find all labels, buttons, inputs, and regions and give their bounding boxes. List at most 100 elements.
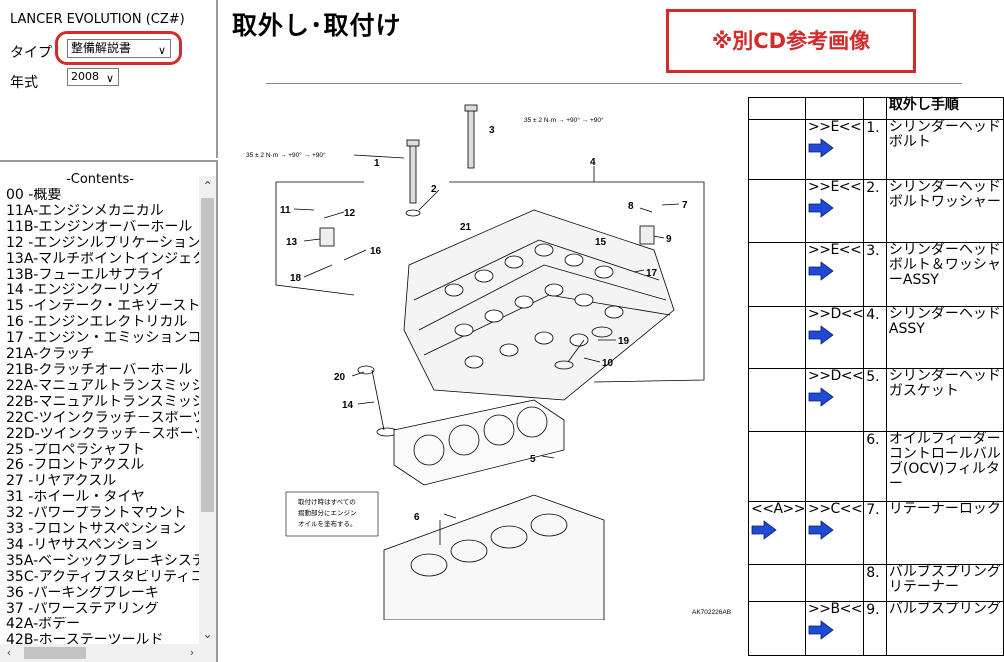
right-reference-cell[interactable]: >>C<< bbox=[804, 501, 865, 565]
toc-item[interactable]: 21A-クラッチ bbox=[6, 347, 95, 363]
toc-item[interactable]: 16 -エンジンエレクトリカル bbox=[6, 315, 188, 331]
left-reference-cell bbox=[748, 564, 806, 602]
toc-item[interactable]: 00 -概要 bbox=[6, 188, 62, 203]
toc-item[interactable]: 14 -エンジンクーリング bbox=[6, 283, 160, 299]
procedure-row: >>D<<5.シリンダーヘッドガスケット bbox=[748, 368, 1004, 432]
reference-arrow-icon bbox=[808, 620, 834, 640]
part-label-9: 9 bbox=[666, 234, 672, 245]
part-label-19: 19 bbox=[618, 336, 630, 347]
right-reference-cell[interactable]: >>E<< bbox=[804, 119, 865, 180]
year-select-value: 2008 bbox=[71, 70, 99, 83]
right-reference-cell[interactable]: >>D<< bbox=[804, 306, 865, 369]
reference-arrow-icon bbox=[808, 387, 834, 407]
torque-spec-2: 35 ± 2 N·m → +90° → +90° bbox=[524, 116, 604, 124]
reference-arrow-icon bbox=[808, 325, 834, 345]
procedure-row: 6.オイルフィーダーコントロールバルブ(OCV)フィルター bbox=[748, 431, 1004, 502]
right-reference-text: >>B<< bbox=[808, 601, 863, 617]
toc-item[interactable]: 26 -フロントアクスル bbox=[6, 458, 145, 474]
toc-item[interactable]: 33 -フロントサスペンション bbox=[6, 522, 187, 538]
type-select[interactable]: 整備解説書 ∨ bbox=[67, 39, 171, 58]
step-number: 9. bbox=[863, 601, 887, 656]
step-part-name: バルブスプリング bbox=[885, 601, 1004, 656]
toc-item[interactable]: 25 -プロペラシャフト bbox=[6, 442, 146, 458]
part-label-21: 21 bbox=[460, 222, 472, 233]
toc-item[interactable]: 31 -ホイール・タイヤ bbox=[6, 490, 145, 506]
toc-item[interactable]: 35C-アクティブスタビリティコントロール bbox=[6, 569, 200, 585]
step-part-name: シリンダーヘッドガスケット bbox=[885, 368, 1004, 432]
step-part-name: オイルフィーダーコントロールバルブ(OCV)フィルター bbox=[885, 431, 1004, 502]
header-cell-blank bbox=[863, 97, 887, 120]
year-select[interactable]: 2008 ∨ bbox=[67, 68, 119, 86]
toc-item[interactable]: 12 -エンジンルブリケーション bbox=[6, 235, 200, 251]
scroll-up-icon[interactable]: ⌃ bbox=[202, 179, 213, 193]
right-reference-text: >>D<< bbox=[808, 368, 864, 384]
toc-item[interactable]: 36 -パーキングブレーキ bbox=[6, 585, 159, 601]
toc-item[interactable]: 37 -パワーステアリング bbox=[6, 601, 159, 617]
diagram-code: AK702226AB bbox=[692, 609, 731, 616]
right-reference-cell[interactable]: >>E<< bbox=[804, 242, 865, 307]
left-reference-cell bbox=[748, 601, 806, 656]
table-header-row: 取外し手順 bbox=[748, 97, 1004, 120]
right-reference-text: >>E<< bbox=[808, 179, 862, 195]
left-reference-cell bbox=[748, 119, 806, 180]
reference-arrow-icon bbox=[808, 261, 834, 281]
toc-item[interactable]: 22D-ツインクラッチ－スポーツオーバーホール bbox=[6, 426, 200, 442]
main-content: 取外し･取付け ※別CD参考画像 bbox=[220, 0, 1004, 662]
toc-item[interactable]: 21B-クラッチオーバーホール bbox=[6, 362, 193, 378]
step-part-name: リテーナーロック bbox=[885, 501, 1004, 565]
cylinder-head-diagram: 35 ± 2 N·m → +90° → +90° 35 ± 2 N·m → +9… bbox=[246, 104, 731, 620]
toc-item[interactable]: 13A-マルチポイントインジェクション bbox=[6, 251, 200, 267]
toc-item[interactable]: 32 -パワープラントマウント bbox=[6, 506, 187, 522]
part-label-13: 13 bbox=[286, 237, 298, 248]
left-reference-text: <<A>> bbox=[751, 501, 806, 517]
horizontal-scroll-thumb[interactable] bbox=[24, 647, 86, 659]
toc-item[interactable]: 42A-ボデー bbox=[6, 617, 81, 633]
right-reference-cell[interactable]: >>E<< bbox=[804, 179, 865, 243]
step-number: 5. bbox=[863, 368, 887, 432]
toc-item[interactable]: 22A-マニュアルトランスミッション bbox=[6, 378, 200, 394]
removal-procedure-table: 取外し手順 >>E<<1.シリンダーヘッドボルト>>E<<2.シリンダーヘッドボ… bbox=[748, 97, 1004, 656]
reference-arrow-icon bbox=[808, 198, 834, 218]
vertical-scroll-thumb[interactable] bbox=[201, 198, 214, 512]
right-reference-cell[interactable]: >>D<< bbox=[804, 368, 865, 432]
right-reference-cell[interactable]: >>B<< bbox=[804, 601, 865, 656]
vertical-scrollbar[interactable]: ⌃ ⌄ bbox=[199, 176, 216, 644]
step-number: 7. bbox=[863, 501, 887, 565]
part-label-10: 10 bbox=[602, 358, 614, 369]
step-number: 8. bbox=[863, 564, 887, 602]
header-cell-blank bbox=[804, 97, 865, 120]
left-reference-cell bbox=[748, 242, 806, 307]
toc-item[interactable]: 17 -エンジン・エミッションコントロール bbox=[6, 331, 200, 347]
left-reference-cell bbox=[748, 179, 806, 243]
model-title: LANCER EVOLUTION (CZ#) bbox=[10, 12, 185, 27]
type-highlight-annotation bbox=[55, 31, 182, 65]
left-reference-cell[interactable]: <<A>> bbox=[748, 501, 806, 565]
right-reference-text: >>D<< bbox=[808, 306, 864, 322]
procedure-row: >>B<<9.バルブスプリング bbox=[748, 601, 1004, 656]
procedure-row: <<A>>>>C<<7.リテーナーロック bbox=[748, 501, 1004, 565]
procedure-row: >>E<<1.シリンダーヘッドボルト bbox=[748, 119, 1004, 180]
toc-item[interactable]: 11B-エンジンオーバーホール bbox=[6, 219, 193, 235]
scroll-left-icon[interactable]: ‹ bbox=[6, 646, 12, 659]
horizontal-scrollbar[interactable]: ‹ › bbox=[0, 644, 201, 662]
scroll-right-icon[interactable]: › bbox=[189, 646, 195, 659]
torque-spec-1: 35 ± 2 N·m → +90° → +90° bbox=[246, 151, 326, 159]
diagram-note-line1: 取付け時はすべての bbox=[298, 497, 356, 506]
toc-item[interactable]: 13B-フューエルサプライ bbox=[6, 267, 165, 283]
toc-item[interactable]: 11A-エンジンメカニカル bbox=[6, 203, 164, 219]
left-reference-cell bbox=[748, 306, 806, 369]
scroll-down-icon[interactable]: ⌄ bbox=[202, 627, 213, 641]
part-label-6: 6 bbox=[414, 512, 420, 523]
part-label-12: 12 bbox=[344, 208, 356, 219]
toc-item[interactable]: 27 -リヤアクスル bbox=[6, 474, 117, 490]
diagram-note-line2: 摺動部分にエンジン bbox=[298, 508, 357, 517]
part-label-4: 4 bbox=[590, 157, 596, 168]
toc-item[interactable]: 22C-ツインクラッチ－スポーツ bbox=[6, 410, 200, 426]
toc-item[interactable]: 34 -リヤサスペンション bbox=[6, 537, 159, 553]
toc-item[interactable]: 15 -インテーク・エキゾースト bbox=[6, 299, 200, 315]
reference-image-note: ※別CD参考画像 bbox=[666, 9, 916, 73]
toc-item[interactable]: 35A-ベーシックブレーキシステム bbox=[6, 553, 200, 569]
toc-item[interactable]: 22B-マニュアルトランスミッションオーバーホール bbox=[6, 394, 200, 410]
chevron-down-icon: ∨ bbox=[105, 72, 114, 85]
